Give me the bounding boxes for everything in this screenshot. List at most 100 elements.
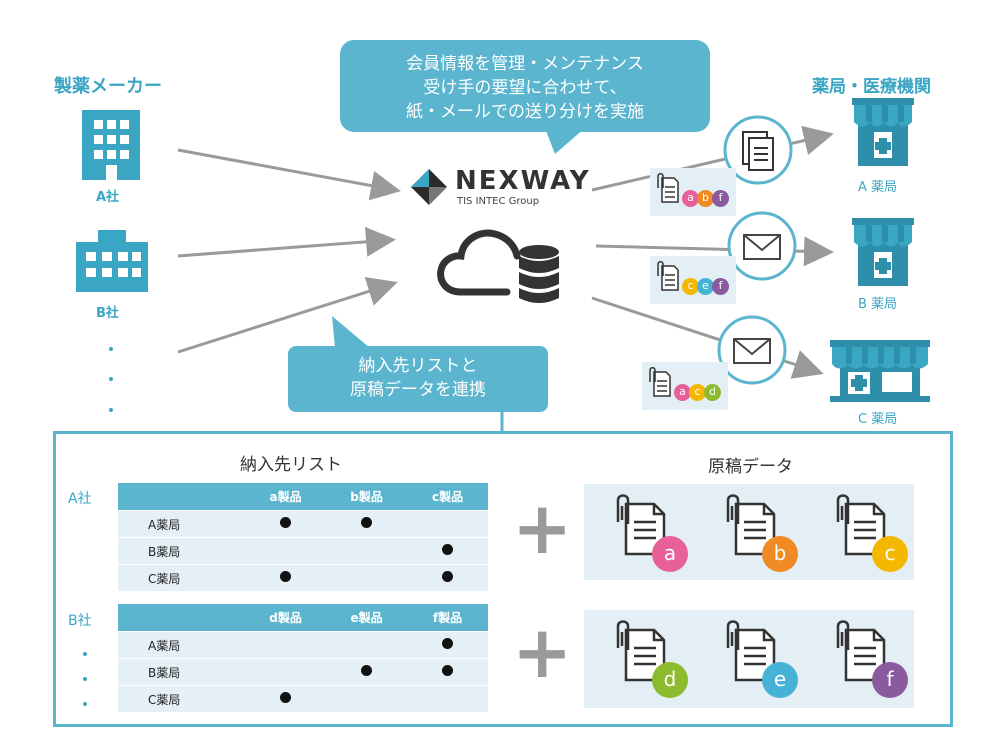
building-b-icon <box>76 230 148 292</box>
table-header: a製品 <box>245 483 327 511</box>
table-cell <box>407 685 488 712</box>
table-cell <box>245 510 327 538</box>
table-cell <box>245 685 327 712</box>
table-cell <box>326 510 408 538</box>
company-b-label: B社 <box>68 613 92 629</box>
table-cell <box>407 564 488 591</box>
plus-sign: + <box>512 486 573 570</box>
bubble-top: 会員情報を管理・メンテナンス 受け手の要望に合わせて、 紙・メールでの送り分けを… <box>340 40 710 132</box>
table-row: A薬局 <box>118 631 488 659</box>
delivery-mark <box>361 665 373 676</box>
pharmacy-a-label: A 薬局 <box>858 180 898 195</box>
table-cell <box>407 658 488 686</box>
delivery-mark <box>442 638 454 649</box>
logo-sub: TIS INTEC Group <box>457 196 540 207</box>
table-row: A薬局 <box>118 510 488 538</box>
ellipsis-dot <box>83 652 87 656</box>
delivery-mark <box>442 544 454 555</box>
table-header: b製品 <box>326 483 408 511</box>
product-letter-badge: f <box>712 190 729 207</box>
pharmacy-name: A薬局 <box>118 631 246 659</box>
arrow-a-to-nexway <box>177 148 401 201</box>
pharmacy-b-icon <box>852 218 914 286</box>
product-letter-badge: b <box>762 536 798 572</box>
paper-document-icon <box>723 115 793 185</box>
product-letter-badge: a <box>674 384 691 401</box>
delivery-mark <box>280 571 292 582</box>
table-cell <box>326 685 408 712</box>
maker-a-label: A社 <box>96 190 120 205</box>
product-letter-badge: f <box>872 662 908 698</box>
table-cell <box>326 537 408 565</box>
pharmacy-b-label: B 薬局 <box>858 297 898 312</box>
small-doc-icon <box>649 367 671 397</box>
plus-sign: + <box>512 610 573 694</box>
table-cell <box>245 564 327 591</box>
bubble-bottom: 納入先リストと 原稿データを連携 <box>288 346 548 412</box>
pharmacy-name: B薬局 <box>118 537 246 565</box>
logo-name: NEXWAY <box>455 166 591 196</box>
product-letter-badge: a <box>682 190 699 207</box>
table-header: e製品 <box>326 604 408 632</box>
product-letter-badge: b <box>697 190 714 207</box>
pharmacy-a-icon <box>852 98 914 166</box>
table-header-blank <box>118 604 246 632</box>
makers-title: 製薬メーカー <box>54 76 162 97</box>
table-cell <box>245 537 327 565</box>
bubble-bottom-tail <box>332 316 370 348</box>
delivery-mark <box>280 517 292 528</box>
small-doc-icon <box>657 173 679 203</box>
company-a-label: A社 <box>68 491 92 507</box>
arrow-dots-to-nexway <box>177 276 398 354</box>
table-cell <box>407 631 488 659</box>
pharmacies-title: 薬局・医療機関 <box>812 77 931 97</box>
bubble-top-tail <box>545 128 585 154</box>
ellipsis-dot <box>109 377 113 381</box>
product-letter-badge: e <box>762 662 798 698</box>
table-cell <box>407 537 488 565</box>
table-row: C薬局 <box>118 685 488 712</box>
building-a-icon <box>82 110 140 180</box>
pharmacy-name: A薬局 <box>118 510 246 538</box>
ellipsis-dot <box>83 677 87 681</box>
email-icon <box>727 211 797 281</box>
delivery-mark <box>361 517 373 528</box>
list-title: 納入先リスト <box>240 455 342 475</box>
table-cell <box>326 564 408 591</box>
table-cell <box>326 658 408 686</box>
small-doc-icon <box>657 261 679 291</box>
product-letter-badge: c <box>682 278 699 295</box>
table-cell <box>326 631 408 659</box>
arrow-b-to-nexway <box>177 226 396 258</box>
detail-panel <box>53 431 953 727</box>
product-letter-badge: d <box>704 384 721 401</box>
table-header: f製品 <box>407 604 488 632</box>
product-letter-badge: c <box>689 384 706 401</box>
product-letter-badge: c <box>872 536 908 572</box>
product-letter-badge: e <box>697 278 714 295</box>
table-cell <box>245 658 327 686</box>
ellipsis-dot <box>109 347 113 351</box>
table-header: c製品 <box>407 483 488 511</box>
table-row: B薬局 <box>118 658 488 686</box>
product-letter-badge: f <box>712 278 729 295</box>
pharmacy-c-label: C 薬局 <box>858 412 898 427</box>
table-header: d製品 <box>245 604 327 632</box>
pharmacy-name: C薬局 <box>118 564 246 591</box>
table-row: B薬局 <box>118 537 488 565</box>
cloud-database-icon <box>437 229 559 303</box>
delivery-mark <box>442 665 454 676</box>
pharmacy-name: B薬局 <box>118 658 246 686</box>
product-letter-badge: d <box>652 662 688 698</box>
email-icon <box>717 315 787 385</box>
ellipsis-dot <box>83 702 87 706</box>
delivery-mark <box>442 571 454 582</box>
nexway-logo-icon <box>411 169 447 205</box>
product-letter-badge: a <box>652 536 688 572</box>
maker-b-label: B社 <box>96 306 119 321</box>
pharmacy-c-icon <box>830 340 930 402</box>
table-cell <box>407 510 488 538</box>
